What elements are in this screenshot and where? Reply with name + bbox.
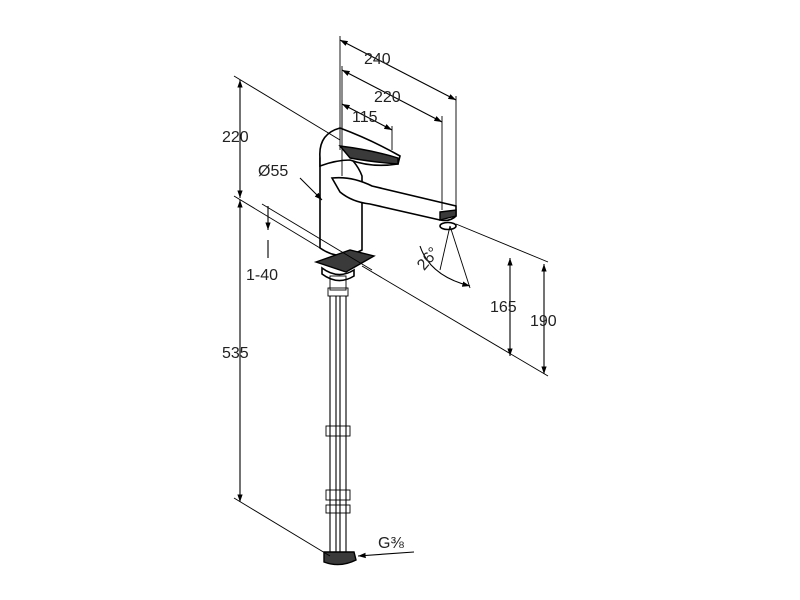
dimension-lines (233, 36, 549, 559)
label-535: 535 (222, 345, 249, 362)
label-angle: 26° (414, 244, 443, 273)
label-deck-thickness: 1-40 (246, 267, 278, 284)
label-220-spout: 220 (374, 89, 401, 106)
label-190: 190 (530, 313, 557, 330)
label-220-height: 220 (222, 129, 249, 146)
label-240: 240 (364, 51, 391, 68)
label-diameter: Ø55 (258, 163, 288, 180)
label-165: 165 (490, 299, 517, 316)
dimension-labels: 240 220 115 220 Ø55 1-40 535 26° 165 190… (222, 51, 557, 552)
label-thread: G⅜ (378, 535, 404, 552)
label-115: 115 (352, 109, 378, 126)
faucet-outline (313, 127, 457, 566)
